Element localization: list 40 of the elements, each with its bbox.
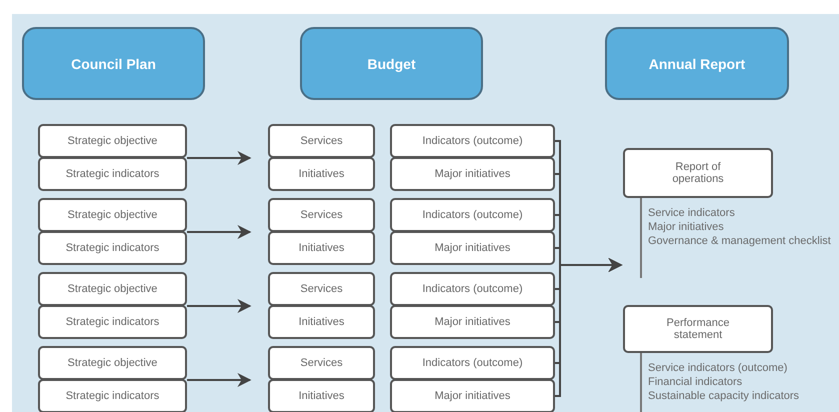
process-box: Strategic indicators (38, 157, 187, 191)
arrow (555, 258, 622, 397)
process-box: Performance statement (623, 305, 773, 353)
arrow (187, 225, 252, 239)
list-item: Financial indicators (648, 375, 744, 389)
header-box: Budget (300, 27, 483, 100)
process-box: Strategic objective (38, 198, 187, 232)
process-box: Initiatives (268, 231, 375, 265)
process-box: Indicators (outcome) (390, 198, 555, 232)
list-item: Service indicators (outcome) (648, 361, 788, 375)
process-box: Strategic objective (38, 124, 187, 158)
process-box: Indicators (outcome) (390, 346, 555, 380)
list-item: Service indicators (648, 206, 736, 220)
list-item: Governance & management checklist (648, 234, 831, 248)
arrow (187, 373, 252, 387)
process-box: Services (268, 272, 375, 306)
process-box: Indicators (outcome) (390, 272, 555, 306)
header-box: Council Plan (22, 27, 205, 100)
process-box: Major initiatives (390, 231, 555, 265)
process-box: Initiatives (268, 379, 375, 412)
header-box: Annual Report (605, 27, 789, 100)
list-item: Sustainable capacity indicators (648, 389, 800, 403)
arrow (187, 151, 252, 165)
process-box: Strategic indicators (38, 379, 187, 412)
process-box: Services (268, 198, 375, 232)
process-box: Strategic indicators (38, 231, 187, 265)
arrow (187, 299, 252, 313)
list-item: Major initiatives (648, 220, 725, 234)
process-box: Initiatives (268, 157, 375, 191)
process-box: Major initiatives (390, 305, 555, 339)
process-box: Services (268, 346, 375, 380)
process-box: Major initiatives (390, 157, 555, 191)
process-box: Strategic objective (38, 272, 187, 306)
process-box: Indicators (outcome) (390, 124, 555, 158)
process-box: Strategic indicators (38, 305, 187, 339)
process-box: Report of operations (623, 148, 773, 198)
process-box: Initiatives (268, 305, 375, 339)
process-box: Strategic objective (38, 346, 187, 380)
process-box: Services (268, 124, 375, 158)
process-box: Major initiatives (390, 379, 555, 412)
